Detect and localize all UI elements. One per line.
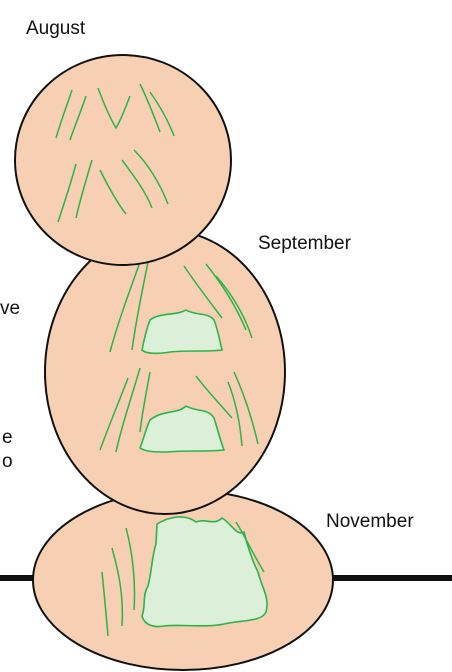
- clipped-text-3: o: [2, 452, 13, 471]
- august-disc-body: [15, 55, 231, 265]
- clipped-text-1: ve: [0, 299, 20, 318]
- september-disc: [45, 230, 285, 514]
- label-august: August: [26, 19, 85, 38]
- label-september: September: [258, 234, 351, 253]
- clipped-text-2: e: [2, 428, 13, 447]
- september-disc-body: [45, 230, 285, 514]
- november-disc: [33, 490, 333, 670]
- august-disc: [15, 55, 231, 265]
- label-november: November: [326, 512, 414, 531]
